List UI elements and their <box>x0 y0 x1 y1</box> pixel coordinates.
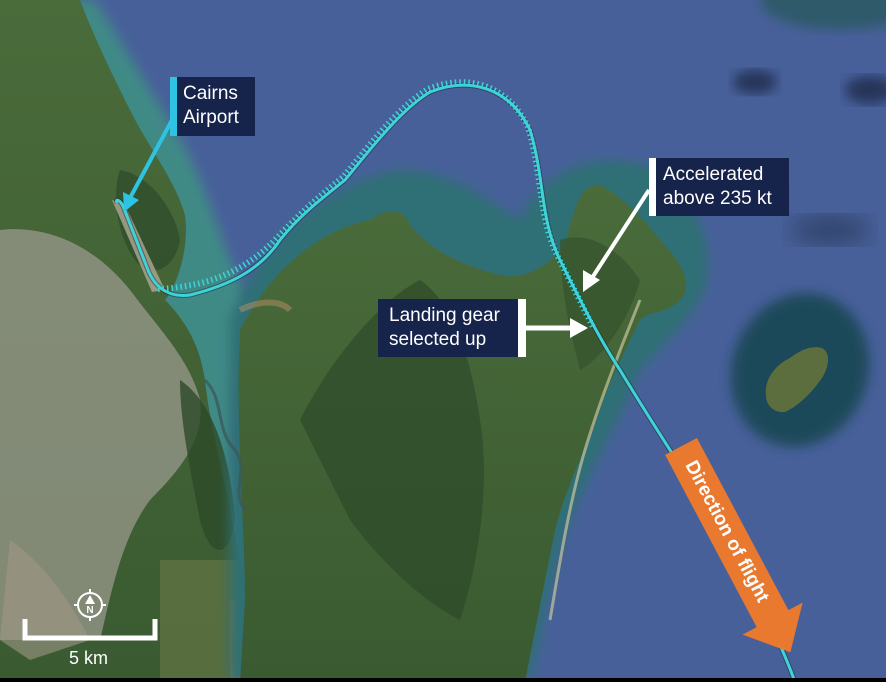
accelerated-callout-arrow <box>590 188 651 280</box>
landing-gear-label: Landing gear selected up <box>378 299 526 357</box>
scale-bar <box>22 619 158 641</box>
label-accent-bar <box>170 77 177 136</box>
label-line-1: Cairns <box>183 83 238 104</box>
svg-text:N: N <box>86 605 93 616</box>
accelerated-label: Accelerated above 235 kt <box>649 158 789 216</box>
direction-of-flight-arrow <box>665 438 803 653</box>
bottom-border <box>0 678 886 682</box>
label-line-2: selected up <box>389 329 487 350</box>
north-compass-icon: N <box>74 589 106 621</box>
scale-bar-label: 5 km <box>69 648 109 668</box>
label-line-1: Landing gear <box>389 305 500 326</box>
label-line-2: above 235 kt <box>663 188 772 209</box>
label-accent-bar <box>649 158 656 216</box>
label-accent-bar <box>518 299 526 357</box>
cairns-airport-label: Cairns Airport <box>170 77 255 136</box>
label-line-2: Airport <box>183 107 239 128</box>
airport-pointer-arrow <box>128 119 174 199</box>
label-line-1: Accelerated <box>663 164 764 185</box>
